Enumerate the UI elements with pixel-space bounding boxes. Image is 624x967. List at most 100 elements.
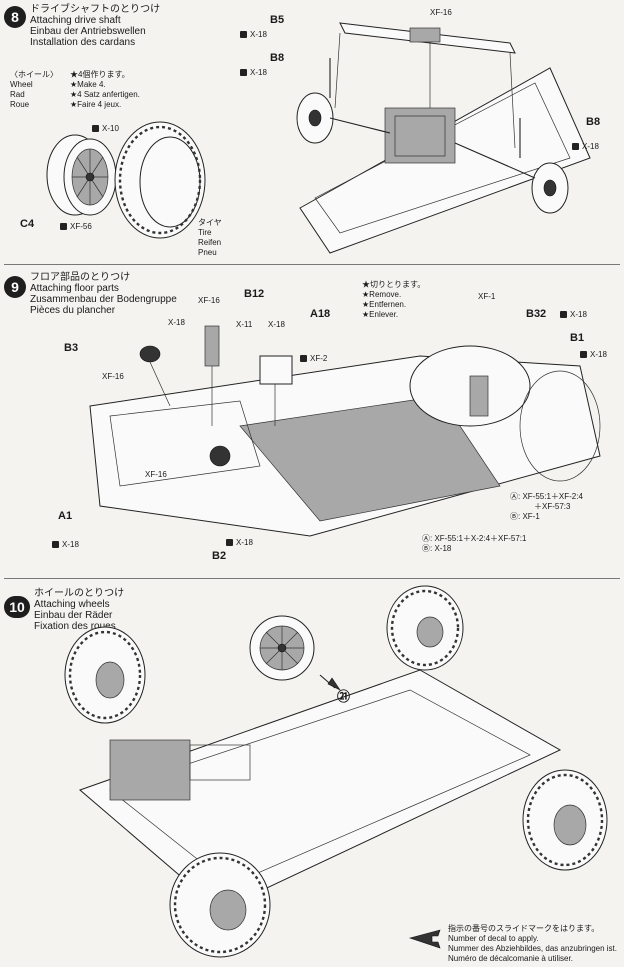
part-xf16-b3-label: XF-16 [102, 372, 124, 381]
wheel-heading-de: Rad [10, 90, 25, 99]
part-xf16-b2-label: XF-16 [145, 470, 167, 479]
make-note: ★4個作ります。 ★Make 4. ★4 Satz anfertigen. ★F… [70, 70, 140, 110]
paint-a-2: ＋XF-57:3 [534, 502, 571, 511]
screw-icon [92, 125, 99, 133]
remove-note: ★切りとります。 ★Remove. ★Entfernen. ★Enlever. [362, 280, 425, 320]
part-b32: B32 [526, 308, 547, 320]
decal-note-fr: Numéro de décalcomanie à utiliser. [448, 954, 573, 963]
part-a18-battery [259, 355, 293, 385]
make-note-ja: ★4個作ります。 [70, 70, 130, 79]
title-fr: Fixation des roues [34, 621, 116, 632]
part-xf1: XF-1 [478, 292, 495, 301]
paint-mix-note-1: Ⓐ: XF-55:1＋XF-2:4 ＋XF-57:3 Ⓑ: XF-1 [510, 492, 583, 522]
wheel-assembly-drawing [46, 121, 206, 239]
wheel-hub [85, 172, 95, 182]
title-de: Zusammenbau der Bodengruppe [30, 294, 177, 305]
paint-icon [60, 223, 67, 231]
title-fr: Installation des cardans [30, 37, 136, 48]
part-xf2-label: XF-2 [310, 354, 328, 363]
xf16-block [409, 27, 441, 43]
step-title: フロア部品のとりつけ Attaching floor parts Zusamme… [30, 272, 177, 316]
step-9-section: 9 フロア部品のとりつけ Attaching floor parts Zusam… [0, 266, 624, 576]
part-a18: A18 [310, 308, 331, 320]
remove-de: ★Entfernen. [362, 300, 407, 309]
part-x18-a1: X-18 [52, 540, 79, 549]
part-b2: B2 [212, 550, 227, 562]
part-x18-b-label: X-18 [250, 68, 267, 77]
section-divider [4, 264, 620, 265]
screw-icon [226, 539, 233, 547]
part-xf2: XF-2 [300, 354, 327, 363]
title-en: Attaching wheels [34, 599, 110, 610]
screw-icon [580, 351, 587, 359]
make-note-fr: ★Faire 4 jeux. [70, 100, 122, 109]
part-xf1-label: XF-1 [478, 292, 496, 301]
tire-ja: タイヤ [198, 218, 222, 227]
wheel-heading-en: Wheel [10, 80, 33, 89]
paint-b-2: Ⓑ: X-18 [422, 544, 452, 553]
part-b8-right: B8 [586, 116, 601, 128]
title-ja: ホイールのとりつけ [34, 588, 125, 599]
paint-mix-note-2: Ⓐ: XF-55:1＋X-2:4＋XF-57:1 Ⓑ: X-18 [422, 534, 526, 554]
drive-shaft-chassis-drawing [296, 22, 591, 254]
part-x18-a1-label: X-18 [62, 540, 79, 549]
screw-icon [572, 143, 579, 151]
part-b2-gear [209, 445, 231, 467]
part-b8-left: B8 [270, 52, 285, 64]
left-drive-shaft [329, 117, 391, 134]
part-x10-label: X-10 [102, 124, 119, 133]
part-c4: C4 [20, 218, 35, 230]
remove-en: ★Remove. [362, 290, 402, 299]
part-b5: B5 [270, 14, 285, 26]
part-x18-b2: X-18 [226, 538, 253, 547]
wheel-heading-fr: Roue [10, 100, 30, 109]
remove-ja: ★切りとります。 [362, 280, 426, 289]
part-xf16-label: XF-16 [430, 8, 452, 17]
tire-en: Tire [198, 228, 212, 237]
part-xf16-b2: XF-16 [145, 470, 167, 479]
part-xf16: XF-16 [430, 8, 452, 17]
part-xf56: XF-56 [60, 222, 92, 231]
part-xf16-top: XF-16 [198, 296, 220, 305]
paint-b-1: Ⓑ: XF-1 [510, 512, 540, 521]
part-x18-b1: X-18 [580, 350, 607, 359]
make-note-en: ★Make 4. [70, 80, 106, 89]
part-x18-b: X-18 [240, 68, 267, 77]
step-number-badge: 10 [4, 596, 30, 618]
title-ja: ドライブシャフトのとりつけ [30, 4, 161, 15]
decal-number: ㉑ [337, 689, 351, 704]
part-xf56-label: XF-56 [70, 222, 92, 231]
tire-fr: Pneu [198, 248, 217, 257]
engine-block [109, 739, 191, 801]
decal-note-de: Nummer des Abziehbildes, das anzubringen… [448, 944, 617, 953]
part-xf16-top-label: XF-16 [198, 296, 220, 305]
title-en: Attaching drive shaft [30, 15, 121, 26]
step-8-section: 8 ドライブシャフトのとりつけ Attaching drive shaft Ei… [0, 0, 624, 262]
decal-note-en: Number of decal to apply. [448, 934, 539, 943]
chassis-frame [79, 669, 562, 911]
part-x11: X-11 [236, 320, 252, 329]
screw-icon [560, 311, 567, 319]
gearbox [384, 107, 456, 164]
part-x18-mid-label: X-18 [268, 320, 285, 329]
part-x10: X-10 [92, 124, 119, 133]
remove-fr: ★Enlever. [362, 310, 399, 319]
decal-note-ja: 指示の番号のスライドマークをはります。 [448, 924, 600, 933]
part-x18-b32: X-18 [560, 310, 587, 319]
floor-assembly-drawing [89, 325, 601, 537]
part-x18-c: X-18 [572, 142, 599, 151]
title-fr: Pièces du plancher [30, 305, 116, 316]
title-de: Einbau der Antriebswellen [30, 26, 146, 37]
title-en: Attaching floor parts [30, 283, 119, 294]
step-10-section: 10 ホイールのとりつけ Attaching wheels Einbau der… [0, 580, 624, 967]
screw-icon [52, 541, 59, 549]
part-b12: B12 [244, 288, 265, 300]
right-drive-shaft [454, 142, 536, 179]
part-x18-top: X-18 [168, 318, 185, 327]
make-note-de: ★4 Satz anfertigen. [70, 90, 140, 99]
wheel-heading: 〈ホイール〉 Wheel Rad Roue [10, 70, 58, 110]
step-number-badge: 8 [4, 6, 26, 28]
part-b3: B3 [64, 342, 79, 354]
part-x18-c-label: X-18 [582, 142, 599, 151]
wheels-chassis-drawing [64, 585, 608, 958]
